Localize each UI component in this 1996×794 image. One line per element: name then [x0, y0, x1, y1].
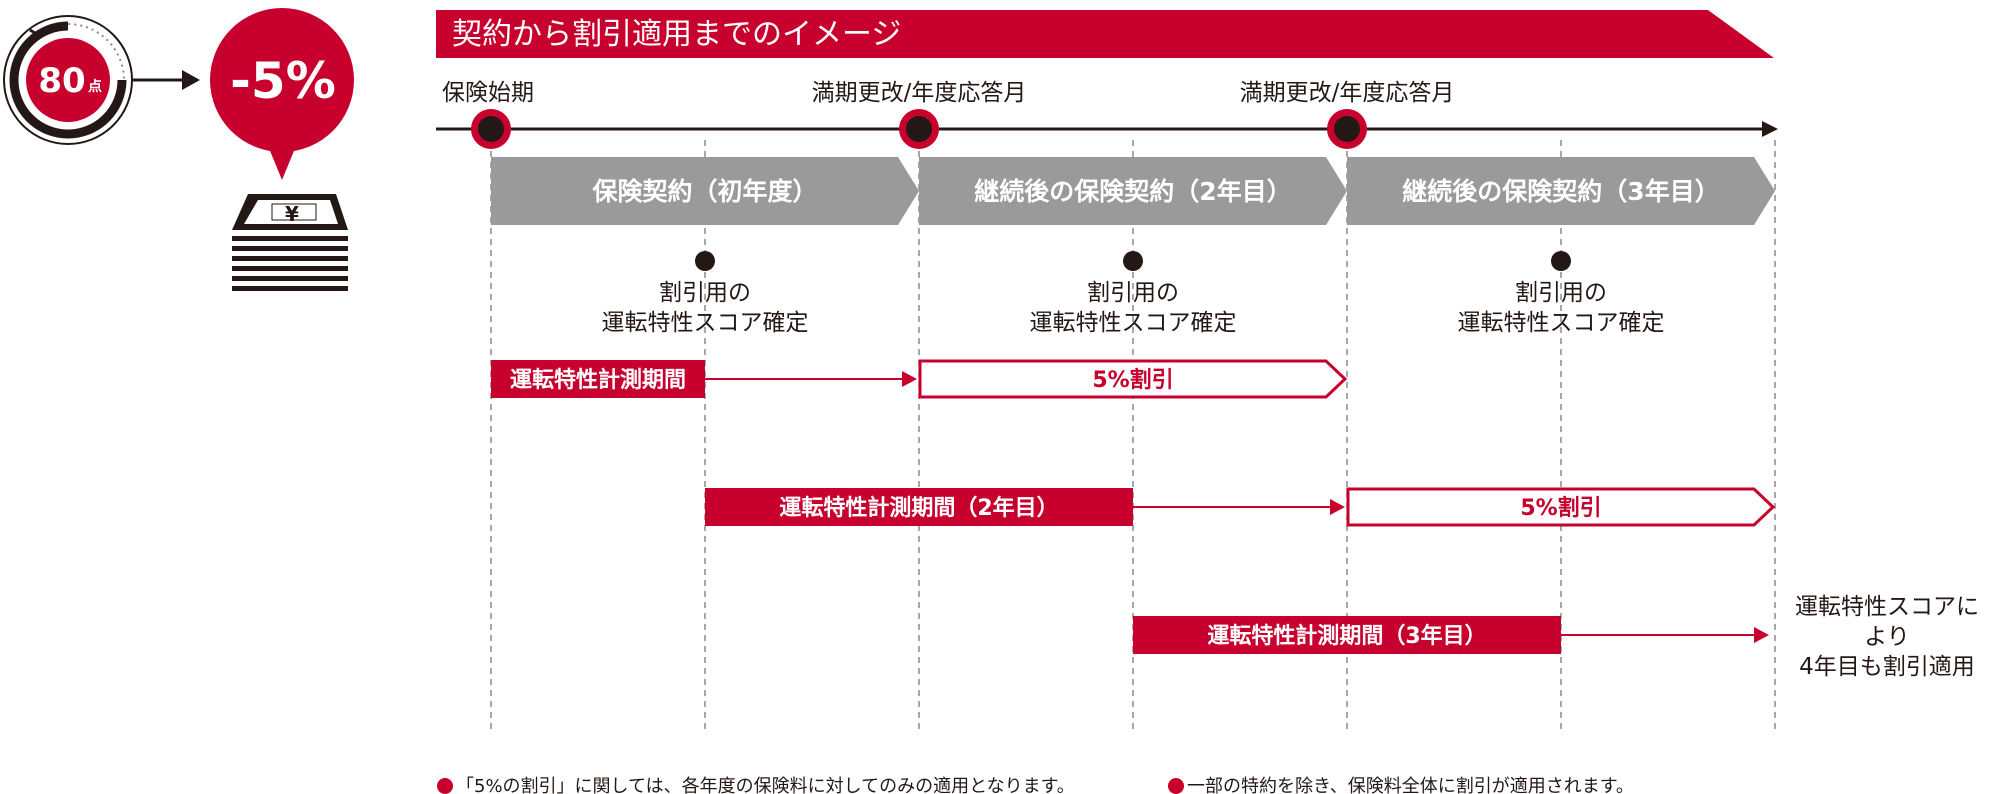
phase-label-3: 継続後の保険契約（3年目） — [1402, 177, 1719, 206]
measurement-period-label-2: 運転特性計測期間（2年目） — [779, 495, 1058, 521]
timeline-start-label: 保険始期 — [442, 80, 534, 106]
score-confirm-dot-2 — [1123, 251, 1143, 271]
phase-chevron-1 — [491, 157, 919, 225]
phase-label-2: 継続後の保険契約（2年目） — [974, 177, 1291, 206]
phase-chevron-2 — [919, 157, 1347, 225]
score-unit: 点 — [88, 78, 102, 95]
page-title: 契約から割引適用までのイメージ — [452, 17, 901, 52]
discount-bubble-tail — [268, 146, 296, 180]
score-confirm-dot-3 — [1551, 251, 1571, 271]
yen-icon: ¥ — [285, 202, 299, 226]
measurement-period-bar-2 — [705, 488, 1133, 526]
measurement-period-bar-1 — [491, 360, 705, 398]
footnote-bullet-2 — [1168, 778, 1184, 794]
discount-label-1: 5%割引 — [1092, 367, 1173, 393]
discount-chevron-1 — [918, 359, 1348, 399]
money-stack-icon: ¥ — [232, 194, 348, 291]
phase-chevron-3 — [1347, 157, 1775, 225]
score-confirm-line1-1: 割引用の — [659, 280, 751, 306]
year4-note-line1: 運転特性スコアに — [1795, 594, 1979, 620]
footnote-1: 「5%の割引」に関しては、各年度の保険料に対してのみの適用となります。 — [456, 776, 1075, 794]
timeline-renewal-label-1: 満期更改/年度応答月 — [812, 80, 1027, 106]
discount-value: -5% — [230, 52, 336, 110]
timeline-milestone-start — [471, 109, 511, 149]
timeline-milestone-renewal-1 — [899, 109, 939, 149]
timeline-milestone-renewal-2 — [1327, 109, 1367, 149]
footnote-2: 一部の特約を除き、保険料全体に割引が適用されます。 — [1187, 776, 1634, 794]
score-gauge-arc — [9, 21, 127, 139]
discount-chevron-2 — [1346, 487, 1776, 527]
period-arrowhead-3 — [1754, 627, 1769, 643]
period-arrowhead-1 — [902, 371, 917, 387]
score-circle — [26, 38, 110, 122]
year4-note-line2: より — [1864, 624, 1910, 650]
score-confirm-line2-1: 運転特性スコア確定 — [602, 310, 809, 336]
period-arrowhead-2 — [1330, 499, 1345, 515]
measurement-period-label-1: 運転特性計測期間 — [510, 367, 686, 393]
score-confirm-dot-1 — [695, 251, 715, 271]
score-gauge-tick — [29, 28, 41, 38]
timeline-arrowhead — [1762, 121, 1778, 137]
score-confirm-line2-3: 運転特性スコア確定 — [1458, 310, 1665, 336]
discount-bubble — [210, 8, 354, 152]
score-confirm-line1-3: 割引用の — [1515, 280, 1607, 306]
score-value: 80 — [38, 61, 85, 101]
score-badge-group: 80 点 -5% ¥ — [3, 8, 354, 291]
measurement-period-bar-3 — [1133, 616, 1561, 654]
year4-note-line3: 4年目も割引適用 — [1799, 654, 1975, 680]
footnote-bullet-1 — [437, 778, 453, 794]
timeline-renewal-label-2: 満期更改/年度応答月 — [1240, 80, 1455, 106]
measurement-period-label-3: 運転特性計測期間（3年目） — [1207, 623, 1486, 649]
score-confirm-line1-2: 割引用の — [1087, 280, 1179, 306]
score-to-discount-arrowhead — [182, 70, 200, 90]
discount-label-2: 5%割引 — [1520, 495, 1601, 521]
phase-label-1: 保険契約（初年度） — [591, 177, 817, 206]
title-banner — [436, 10, 1774, 58]
score-confirm-line2-2: 運転特性スコア確定 — [1030, 310, 1237, 336]
